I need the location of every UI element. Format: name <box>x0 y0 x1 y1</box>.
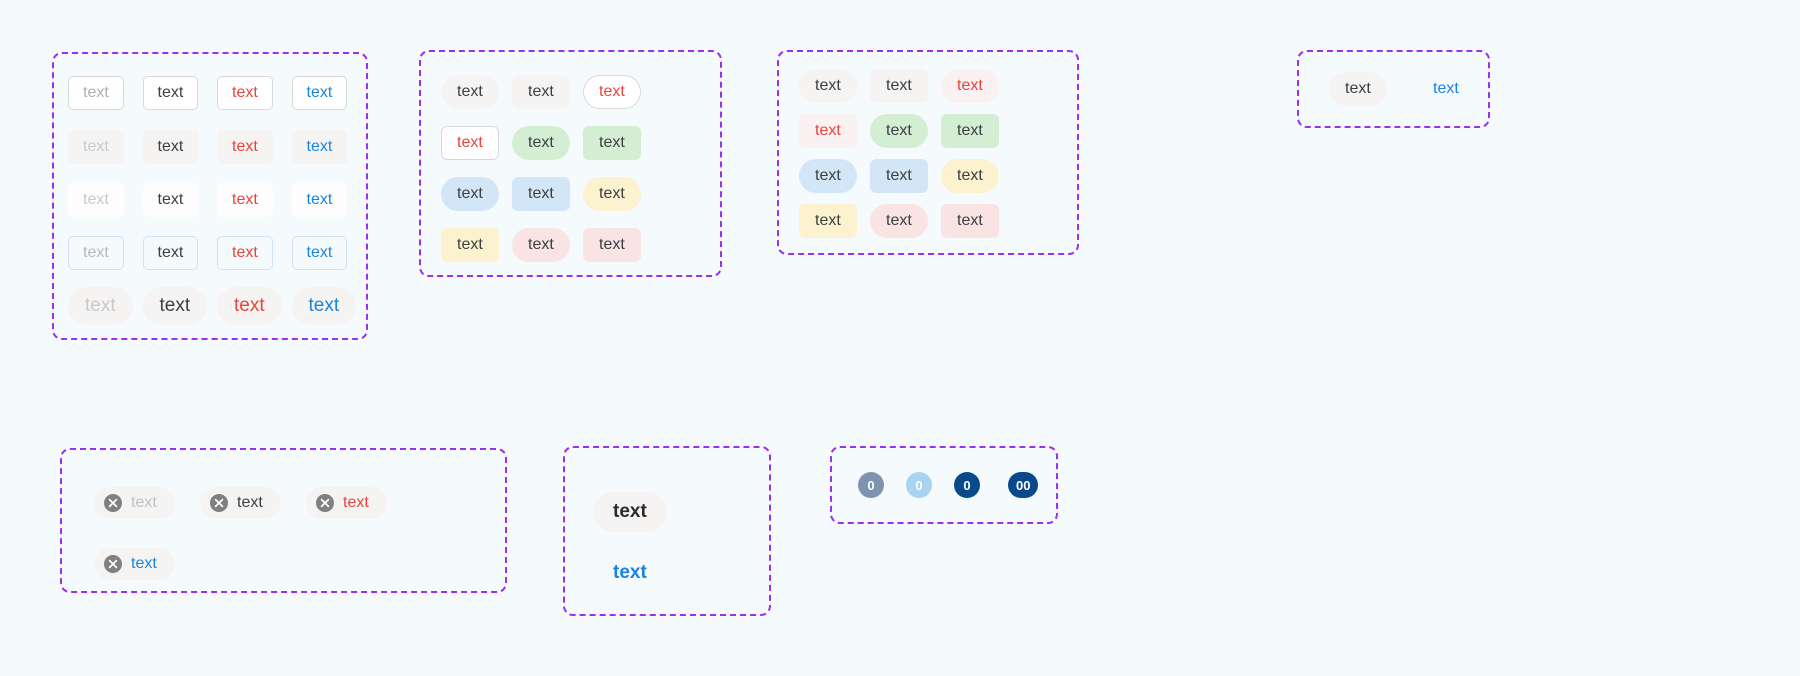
tag-pill-grey[interactable]: text <box>441 74 499 109</box>
button-white-danger[interactable]: text <box>217 182 273 217</box>
tag-square-grey[interactable]: text <box>512 74 570 109</box>
button-variants-group: text text text text text text text text … <box>52 52 368 340</box>
button-white-default[interactable]: text <box>142 182 199 217</box>
tag-row-grey: text text text <box>441 66 720 117</box>
compact-tag-pill-green[interactable]: text <box>870 113 928 148</box>
dismissible-chip-label: text <box>131 494 157 511</box>
dismissible-chip-danger[interactable]: text <box>306 487 387 519</box>
tag-square-blue[interactable]: text <box>512 176 570 211</box>
tag-square-green[interactable]: text <box>583 125 641 160</box>
tag-pill-pink[interactable]: text <box>512 227 570 262</box>
button-ghost-muted[interactable]: text <box>68 129 124 164</box>
dismissible-chip-default[interactable]: text <box>200 487 281 519</box>
button-row-solid-white: text text text text <box>68 173 366 226</box>
tag-compact-group: text text text text text text text text … <box>777 50 1079 255</box>
compact-tag-pill-danger[interactable]: text <box>941 68 999 103</box>
tag-row-blue: text text text <box>441 168 720 219</box>
button-white-muted[interactable]: text <box>68 182 124 217</box>
button-blueoutline-link[interactable]: text <box>291 235 348 270</box>
compact-tag-pill-grey[interactable]: text <box>799 68 857 103</box>
compact-tag-square-danger[interactable]: text <box>799 113 857 148</box>
compact-tag-square-grey[interactable]: text <box>870 68 928 103</box>
button-pill-muted[interactable]: text <box>68 287 133 325</box>
bold-chip-row-link: text <box>593 548 769 598</box>
dismissible-chip-label: text <box>131 555 157 572</box>
tag-row-pink: text text text <box>441 219 720 270</box>
tag-square-yellow[interactable]: text <box>441 227 499 262</box>
tag-pill-green[interactable]: text <box>512 125 570 160</box>
bold-chip-default[interactable]: text <box>593 492 667 532</box>
compact-tag-square-pink[interactable]: text <box>941 203 999 238</box>
pair-tag-grey[interactable]: text <box>1329 72 1387 106</box>
numeric-badge-group: 0 0 0 00 <box>830 446 1058 524</box>
button-blueoutline-muted[interactable]: text <box>68 235 124 270</box>
button-ghost-link[interactable]: text <box>291 129 348 164</box>
badge-navy-double[interactable]: 00 <box>1008 472 1039 498</box>
close-circle-icon[interactable] <box>104 494 122 512</box>
button-ghost-danger[interactable]: text <box>217 129 273 164</box>
tag-row-green: text text text <box>441 117 720 168</box>
button-row-blue-outline: text text text text <box>68 226 366 279</box>
compact-tag-square-yellow[interactable]: text <box>799 203 857 238</box>
compact-tag-pill-yellow[interactable]: text <box>941 158 999 193</box>
compact-tag-row-grey: text text text <box>799 63 1077 108</box>
compact-tag-square-green[interactable]: text <box>941 113 999 148</box>
tag-pair-group: text text <box>1297 50 1490 128</box>
close-circle-icon[interactable] <box>210 494 228 512</box>
button-blueoutline-danger[interactable]: text <box>217 235 273 270</box>
dismissible-chip-muted[interactable]: text <box>94 487 175 519</box>
button-outline-muted[interactable]: text <box>68 76 124 110</box>
dismissible-chip-group: text text text <box>60 448 507 593</box>
close-circle-icon[interactable] <box>104 555 122 573</box>
compact-tag-row-pink: text text text <box>799 198 1077 243</box>
compact-tag-row-blue: text text text <box>799 153 1077 198</box>
tag-pill-yellow[interactable]: text <box>583 176 641 211</box>
button-blueoutline-default[interactable]: text <box>142 235 199 270</box>
button-pill-danger[interactable]: text <box>217 287 282 325</box>
tag-variants-group: text text text text text text text text … <box>419 50 722 277</box>
pair-tag-link[interactable]: text <box>1433 80 1459 97</box>
button-row-pill-large: text text text text <box>68 279 366 333</box>
dismissible-row-primary: text text text <box>94 472 505 534</box>
button-ghost-default[interactable]: text <box>142 129 199 164</box>
dismissible-row-secondary: text <box>94 534 505 594</box>
tag-pill-outline-danger[interactable]: text <box>583 74 641 109</box>
dismissible-chip-label: text <box>237 494 263 511</box>
bold-chip-group: text text <box>563 446 771 616</box>
button-pill-link[interactable]: text <box>291 287 357 325</box>
button-row-ghost: text text text text <box>68 120 366 173</box>
button-white-link[interactable]: text <box>291 182 348 217</box>
compact-tag-square-blue[interactable]: text <box>870 158 928 193</box>
dismissible-chip-label: text <box>343 494 369 511</box>
badge-navy[interactable]: 0 <box>954 472 980 498</box>
compact-tag-row-green: text text text <box>799 108 1077 153</box>
button-outline-link[interactable]: text <box>291 76 348 110</box>
badge-light-blue[interactable]: 0 <box>906 472 932 498</box>
bold-chip-link[interactable]: text <box>613 562 647 583</box>
button-row-outline: text text text text <box>68 66 366 120</box>
tag-pill-blue[interactable]: text <box>441 176 499 211</box>
badge-grey[interactable]: 0 <box>858 472 884 498</box>
close-circle-icon[interactable] <box>316 494 334 512</box>
tag-square-outline-danger[interactable]: text <box>441 125 499 160</box>
button-outline-default[interactable]: text <box>142 76 199 110</box>
tag-square-pink[interactable]: text <box>583 227 641 262</box>
bold-chip-row-default: text <box>593 476 769 548</box>
dismissible-chip-link[interactable]: text <box>94 548 175 580</box>
button-outline-danger[interactable]: text <box>217 76 273 110</box>
compact-tag-pill-pink[interactable]: text <box>870 203 928 238</box>
button-pill-default[interactable]: text <box>142 287 208 325</box>
compact-tag-pill-blue[interactable]: text <box>799 158 857 193</box>
